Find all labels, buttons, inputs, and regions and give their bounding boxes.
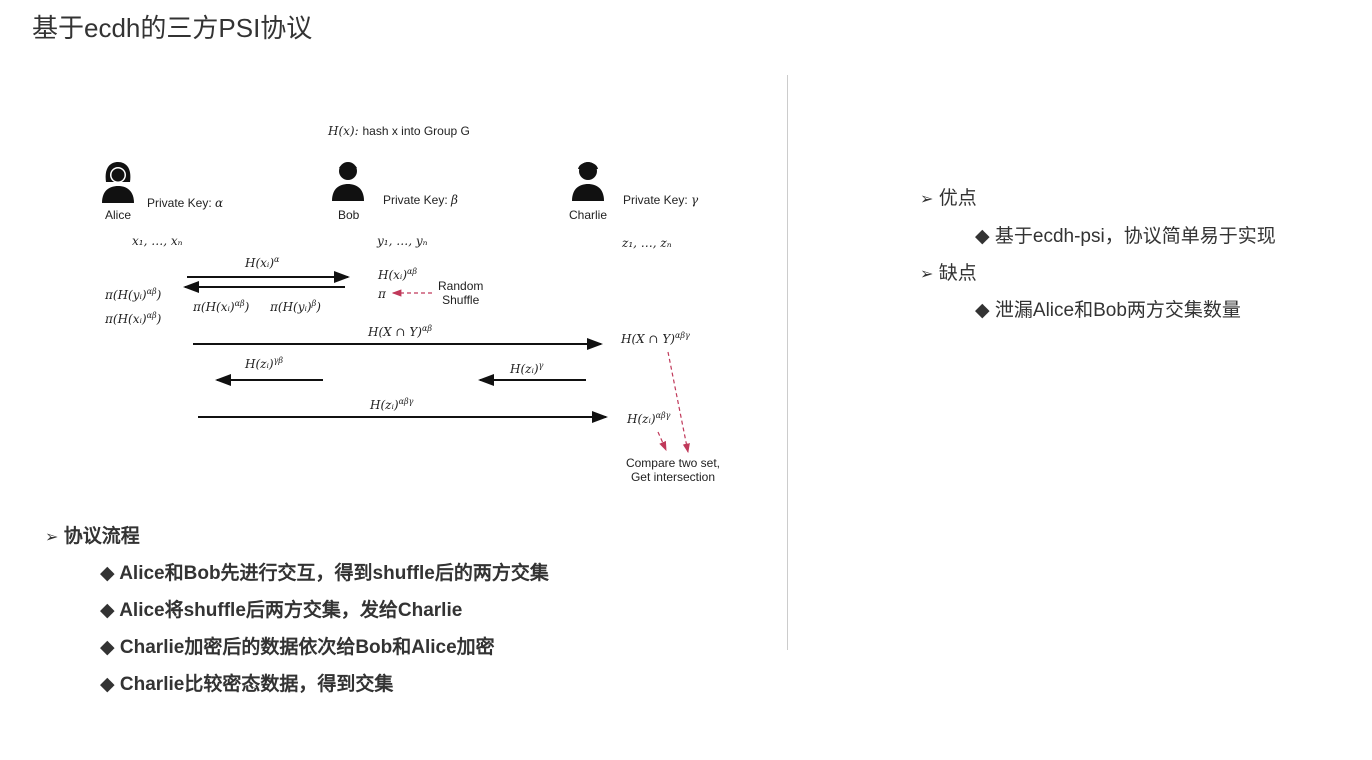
alice-avatar-icon (102, 162, 134, 203)
party-name-charlie: Charlie (569, 208, 608, 222)
flow-item: ◆ Charlie比较密态数据，得到交集 (100, 674, 394, 695)
diamond-bullet-icon: ◆ (100, 600, 115, 621)
slide-title: 基于ecdh的三方PSI协议 (32, 13, 313, 43)
diamond-bullet-icon: ◆ (975, 300, 990, 321)
label-charlie-xy: H(X ∩ Y)αβγ (621, 331, 690, 346)
label-a-to-c-z: H(zᵢ)αβγ (370, 397, 414, 412)
hash-symbol: H(x): (328, 124, 359, 138)
label-b-to-a-2: π(H(yᵢ)β) (270, 299, 321, 314)
diamond-bullet-icon: ◆ (100, 674, 115, 695)
pros-heading: ➢ 优点 (920, 188, 977, 209)
protocol-diagram-arrows (183, 271, 690, 454)
diamond-bullet-icon: ◆ (100, 637, 115, 658)
cons-item: ◆ 泄漏Alice和Bob两方交集数量 (975, 300, 1241, 321)
arrow-compare-2 (657, 431, 667, 452)
charlie-private-key: Private Key: γ (623, 193, 699, 207)
cons-heading: ➢ 缺点 (920, 263, 977, 284)
charlie-set: z₁, …, zₙ (622, 236, 672, 250)
arrow-compare-1 (667, 351, 690, 454)
label-b-to-a-z: H(zᵢ)γβ (245, 356, 283, 371)
diamond-bullet-icon: ◆ (975, 226, 990, 247)
party-name-bob: Bob (338, 208, 360, 222)
alice-private-key: Private Key: α (147, 196, 224, 210)
label-a-to-c: H(X ∩ Y)αβ (368, 324, 433, 339)
alice-set: x₁, …, xₙ (132, 234, 183, 248)
flow-heading: ➢ 协议流程 (45, 526, 140, 547)
label-alice-2: π(H(xᵢ)αβ) (105, 311, 162, 326)
pros-item: ◆ 基于ecdh-psi，协议简单易于实现 (975, 226, 1276, 247)
hash-definition: H(x): hash x into Group G (328, 124, 470, 138)
charlie-avatar-icon (572, 162, 604, 201)
flow-item: ◆ Charlie加密后的数据依次给Bob和Alice加密 (100, 637, 495, 658)
label-b-to-a-1: π(H(xᵢ)αβ) (193, 299, 250, 314)
compare-label: Compare two set,Get intersection (625, 456, 721, 484)
diamond-bullet-icon: ◆ (100, 563, 115, 584)
bob-private-key: Private Key: β (383, 193, 458, 207)
label-charlie-z: H(zᵢ)αβγ (627, 411, 671, 426)
vertical-divider (787, 75, 788, 650)
hash-description: hash x into Group G (362, 124, 470, 138)
bob-avatar-icon (332, 162, 364, 201)
label-bob-pi: π (378, 287, 386, 301)
label-alice-1: π(H(yᵢ)αβ) (105, 287, 162, 302)
arrow-bullet-icon: ➢ (920, 191, 934, 208)
bob-set: y₁, …, yₙ (377, 234, 428, 248)
flow-item: ◆ Alice和Bob先进行交互，得到shuffle后的两方交集 (100, 563, 549, 584)
flow-item: ◆ Alice将shuffle后两方交集，发给Charlie (100, 600, 463, 621)
arrow-bullet-icon: ➢ (920, 266, 934, 283)
arrow-bullet-icon: ➢ (45, 529, 59, 546)
party-name-alice: Alice (105, 208, 132, 222)
label-c-to-b-z: H(zᵢ)γ (510, 361, 544, 376)
label-bob-hx: H(xᵢ)αβ (378, 267, 418, 282)
label-a-to-b: H(xᵢ)α (245, 255, 280, 270)
